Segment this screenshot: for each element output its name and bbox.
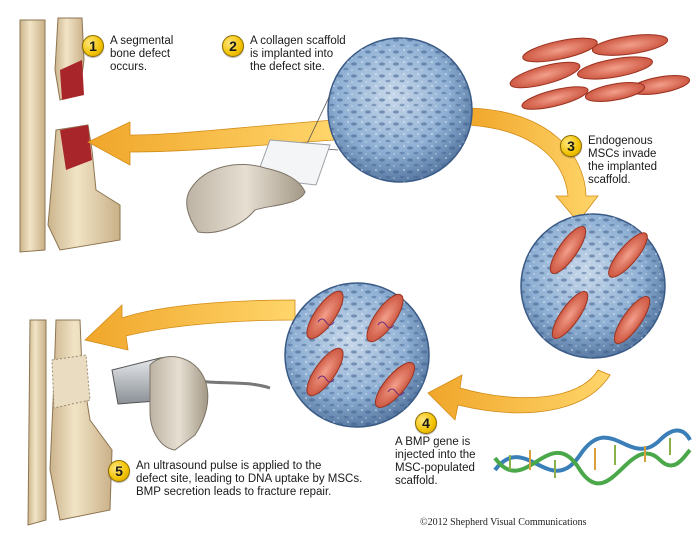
msc-populated-scaffold bbox=[520, 213, 666, 359]
step-5: 5 An ultrasound pulse is applied to the … bbox=[108, 460, 362, 499]
dna-helix bbox=[493, 428, 692, 486]
arrow-gene bbox=[427, 369, 611, 421]
msc-cells bbox=[509, 34, 691, 110]
step-description: A segmental bone defect occurs. bbox=[110, 35, 174, 73]
step-number-badge: 3 bbox=[560, 135, 582, 157]
step-1: 1 A segmental bone defect occurs. bbox=[82, 35, 173, 74]
copyright-credit: ©2012 Shepherd Visual Communications bbox=[420, 517, 587, 528]
zoom-line bbox=[304, 94, 331, 149]
step-number-badge: 5 bbox=[108, 460, 130, 482]
gene-scaffold bbox=[284, 282, 430, 428]
step-2: 2 A collagen scaffold is implanted into … bbox=[222, 35, 346, 74]
ultrasound-probe bbox=[111, 356, 271, 451]
step-number-badge: 4 bbox=[415, 412, 437, 434]
collagen-scaffold bbox=[327, 37, 473, 183]
arrow-repair bbox=[84, 299, 296, 351]
step-description: A collagen scaffold is implanted into th… bbox=[250, 35, 346, 73]
step-description: An ultrasound pulse is applied to the de… bbox=[136, 460, 363, 498]
fractured-bone bbox=[19, 17, 121, 253]
arrow-invade bbox=[467, 107, 599, 223]
step-description: Endogenous MSCs invade the implanted sca… bbox=[588, 135, 658, 186]
step-3: 3 Endogenous MSCs invade the implanted s… bbox=[560, 135, 657, 187]
step-4: 4 A BMP gene is injected into the MSC-po… bbox=[395, 412, 476, 488]
step-number-badge: 2 bbox=[222, 35, 244, 57]
step-description: A BMP gene is injected into the MSC-popu… bbox=[395, 436, 476, 487]
healed-bone bbox=[27, 319, 113, 526]
gloved-hand bbox=[186, 139, 331, 234]
step-number-badge: 1 bbox=[82, 35, 104, 57]
